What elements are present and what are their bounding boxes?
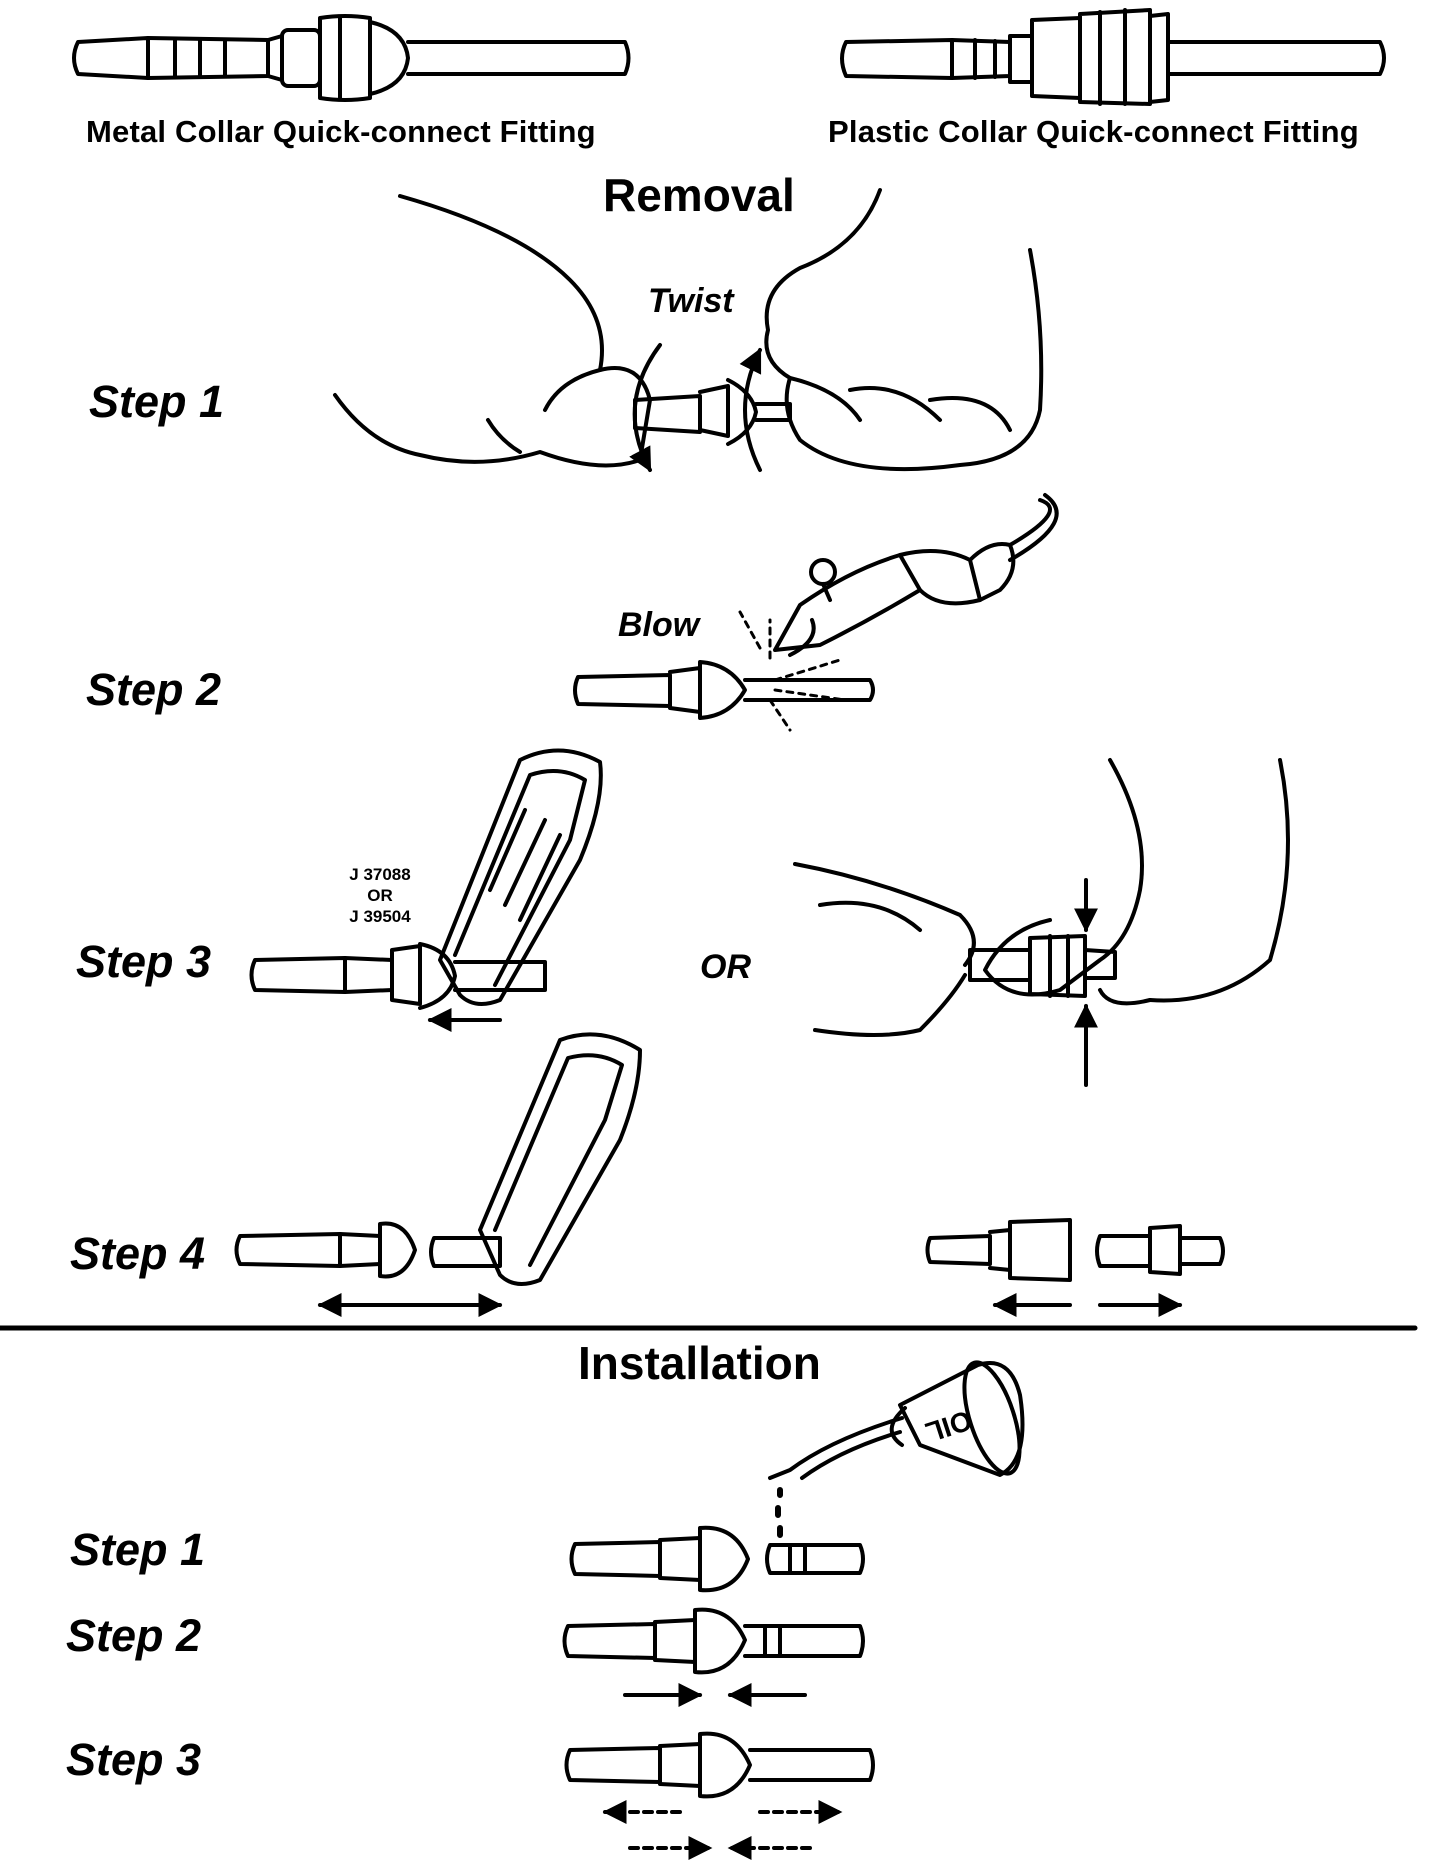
installation-heading: Installation [578, 1337, 821, 1389]
twist-hands-illustration [333, 188, 1044, 473]
install-step2-label: Step 2 [66, 1610, 202, 1661]
tool-number-1: J 37088 [349, 865, 411, 884]
blow-label: Blow [618, 606, 700, 644]
install-step3-label: Step 3 [66, 1734, 202, 1785]
install-step3-parts [564, 1731, 875, 1860]
plastic-collar-fitting [840, 8, 1386, 106]
install-step2-parts [562, 1607, 865, 1707]
removal-heading: Removal [603, 169, 795, 221]
tool-number-label: J 37088 OR J 39504 [340, 864, 420, 927]
removal-step2-label: Step 2 [86, 664, 222, 715]
step4-tool-separated [234, 1032, 642, 1317]
plastic-collar-label: Plastic Collar Quick-connect Fitting [828, 114, 1359, 149]
install-step1-parts [569, 1525, 865, 1593]
removal-step4-label: Step 4 [70, 1228, 206, 1279]
oil-can-text: OIL [922, 1404, 976, 1448]
metal-collar-label: Metal Collar Quick-connect Fitting [86, 114, 596, 149]
tool-or: OR [367, 886, 393, 905]
install-step1-label: Step 1 [70, 1524, 206, 1575]
blow-gun-illustration [573, 493, 1059, 732]
tool-number-2: J 39504 [349, 907, 411, 926]
removal-step3-label: Step 3 [76, 936, 212, 987]
metal-collar-fitting [72, 14, 631, 102]
step3-fingers-illustration [793, 758, 1290, 1087]
step3-tool-illustration [249, 748, 603, 1032]
step4-plastic-separated [925, 1218, 1225, 1317]
twist-label: Twist [648, 282, 734, 320]
or-label: OR [700, 948, 751, 986]
oil-can-illustration [768, 1360, 1025, 1538]
removal-step1-label: Step 1 [89, 376, 225, 427]
